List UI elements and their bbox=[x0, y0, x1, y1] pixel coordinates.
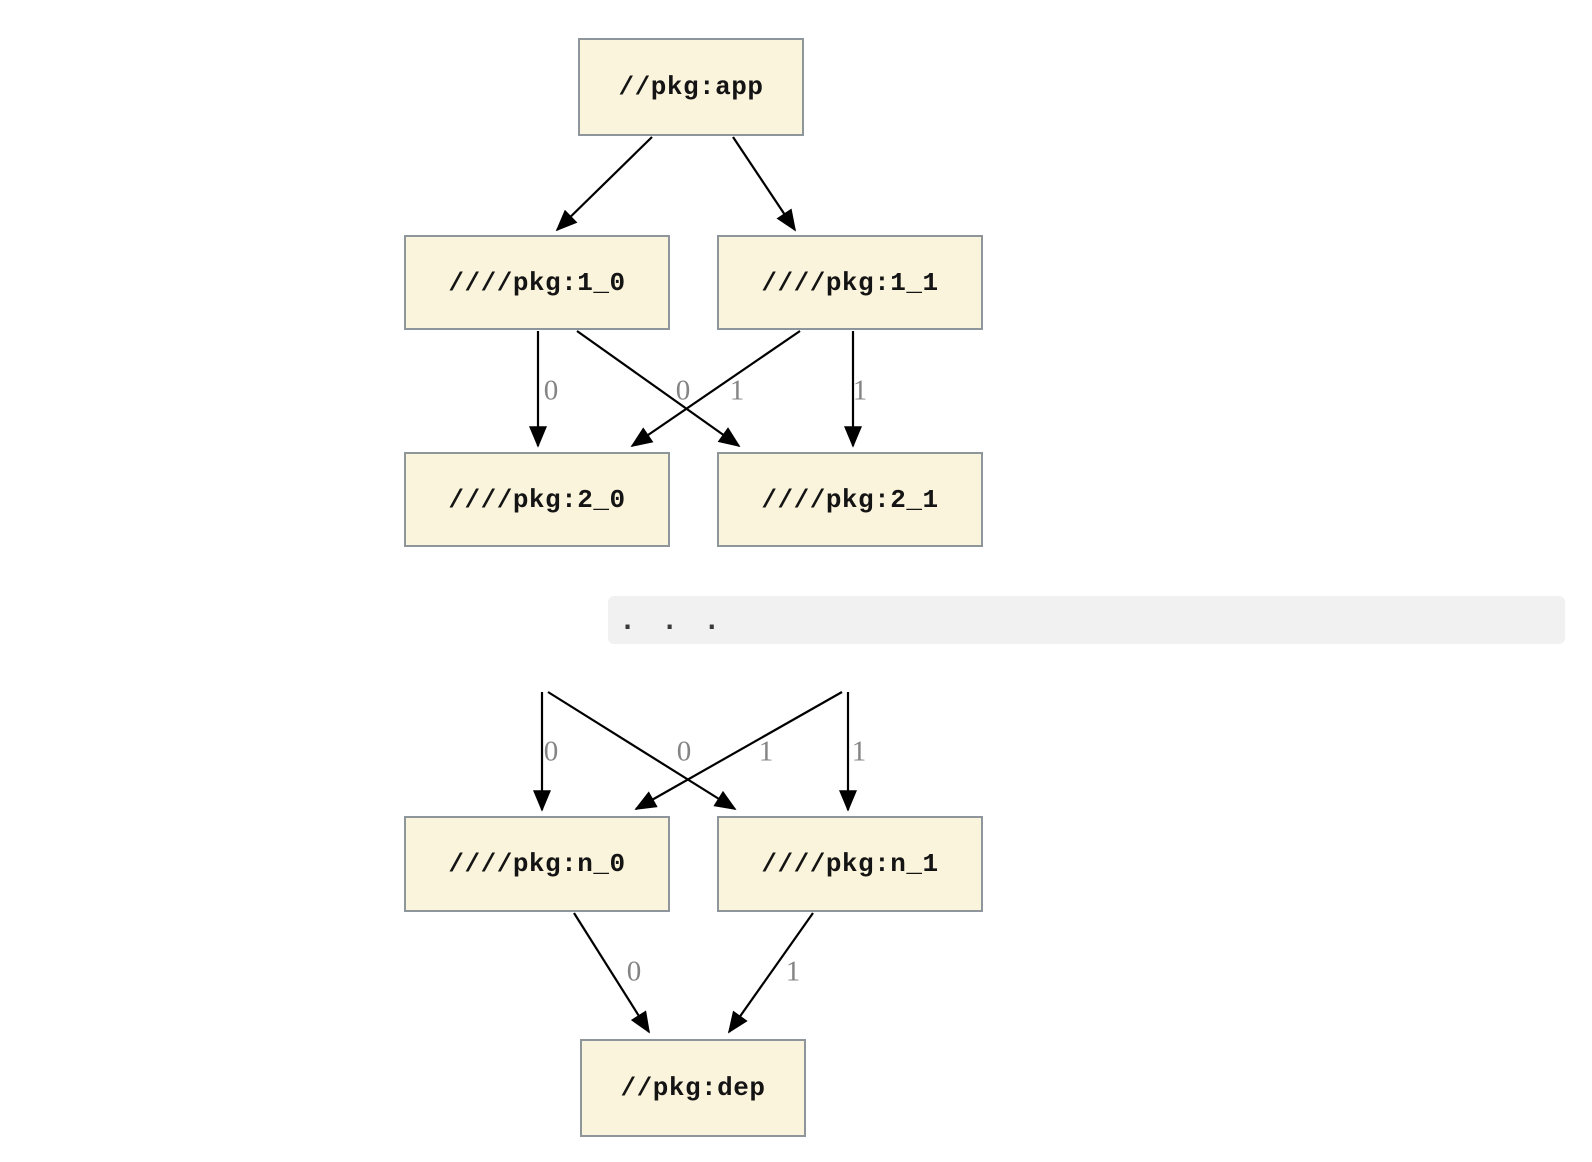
node-pkg-1_1: ////pkg:1_1 bbox=[717, 235, 983, 330]
node-label: ////pkg:n_1 bbox=[761, 849, 939, 879]
edge-prev-to-n_1-cross bbox=[547, 691, 737, 810]
edge-n_1-to-dep bbox=[727, 912, 814, 1034]
edge-label: 1 bbox=[758, 735, 774, 768]
node-pkg-n_0: ////pkg:n_0 bbox=[404, 816, 670, 912]
edge-label: 1 bbox=[785, 955, 801, 988]
edge-1_1-to-2_0 bbox=[630, 330, 801, 448]
node-pkg-app: //pkg:app bbox=[578, 38, 804, 136]
edge-label: 0 bbox=[626, 955, 642, 988]
edge-1_0-to-2_1 bbox=[576, 330, 741, 448]
edge-label: 0 bbox=[675, 374, 691, 407]
edge-prev-to-n_0-cross bbox=[634, 691, 843, 810]
node-pkg-dep: //pkg:dep bbox=[580, 1039, 806, 1137]
edge-label: 1 bbox=[851, 735, 867, 768]
edge-app-to-1_0 bbox=[555, 136, 653, 232]
node-label: //pkg:app bbox=[618, 72, 764, 102]
node-pkg-1_0: ////pkg:1_0 bbox=[404, 235, 670, 330]
edge-label: 0 bbox=[543, 735, 559, 768]
node-label: ////pkg:2_0 bbox=[448, 484, 626, 515]
node-pkg-2_0: ////pkg:2_0 bbox=[404, 452, 670, 547]
edge-label: 1 bbox=[729, 374, 745, 407]
node-label: ////pkg:1_0 bbox=[448, 267, 626, 298]
node-pkg-2_1: ////pkg:2_1 bbox=[717, 452, 983, 547]
node-label: ////pkg:1_1 bbox=[761, 267, 939, 298]
edge-app-to-1_1 bbox=[732, 136, 796, 232]
edge-label: 0 bbox=[676, 735, 692, 768]
node-label: ////pkg:n_0 bbox=[448, 849, 626, 879]
node-label: //pkg:dep bbox=[620, 1073, 766, 1103]
ellipsis-dots: . . . bbox=[620, 605, 726, 635]
edge-label: 1 bbox=[852, 374, 868, 407]
edge-label: 0 bbox=[543, 374, 559, 407]
ellipsis-band: . . . bbox=[608, 596, 1565, 644]
node-label: ////pkg:2_1 bbox=[761, 484, 939, 515]
node-pkg-n_1: ////pkg:n_1 bbox=[717, 816, 983, 912]
